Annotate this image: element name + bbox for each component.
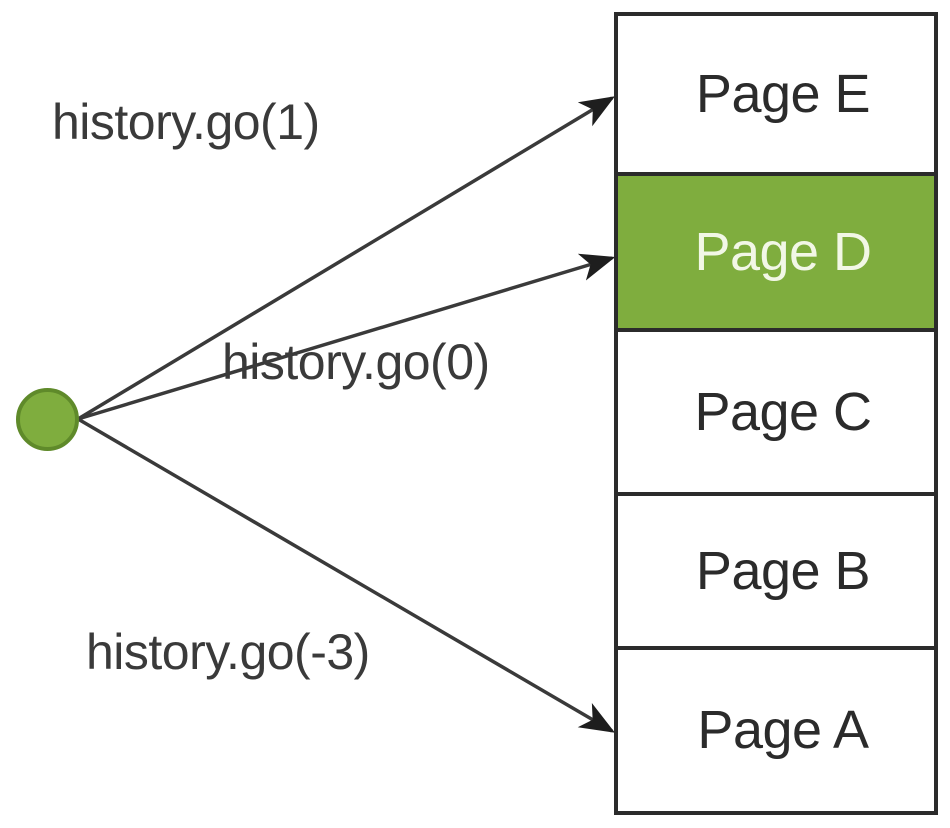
stack-row-label: Page C: [694, 382, 872, 442]
edge-label-history-go-0: history.go(0): [222, 334, 490, 390]
edge-label-history-go-1: history.go(1): [52, 94, 320, 150]
stack-row-label: Page D: [694, 222, 872, 283]
current-position-node[interactable]: [16, 388, 79, 451]
stack-row-page-a[interactable]: Page A: [618, 649, 934, 811]
stack-row-page-c[interactable]: Page C: [618, 331, 934, 497]
stack-row-page-e[interactable]: Page E: [618, 16, 934, 177]
stack-row-label: Page E: [695, 64, 871, 125]
stack-row-label: Page B: [695, 540, 871, 601]
edge-label-history-go-minus-3: history.go(-3): [86, 624, 370, 680]
stack-row-label: Page A: [697, 700, 869, 761]
history-stack: Page E Page D Page C Page B Page A: [614, 12, 938, 815]
arrow-to-page-a: [77, 417, 616, 733]
stack-row-page-b[interactable]: Page B: [618, 496, 934, 650]
stack-row-page-d[interactable]: Page D: [618, 176, 934, 332]
